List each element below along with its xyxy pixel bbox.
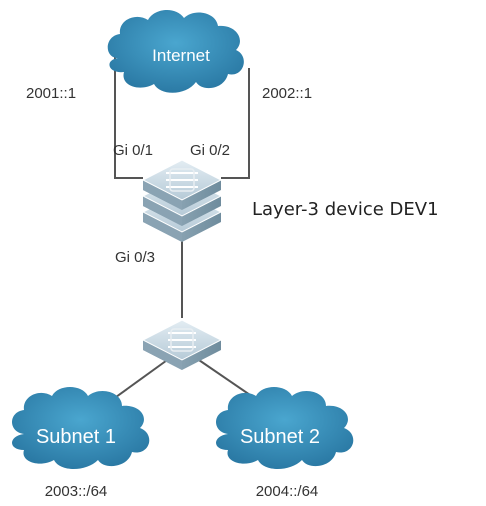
right-address-label: 2002::1 <box>262 85 312 102</box>
switch-arrows-icon <box>168 328 196 352</box>
port-gi02-label: Gi 0/2 <box>190 142 230 159</box>
link-internet-gi02 <box>221 68 250 179</box>
internet-label: Internet <box>152 46 210 65</box>
link-internet-gi01 <box>114 52 143 179</box>
subnet2-prefix-label: 2004::/64 <box>256 483 319 500</box>
router-arrows-icon <box>166 168 198 192</box>
access-switch <box>141 319 223 370</box>
layer3-device <box>141 159 223 242</box>
cloud-icon <box>12 387 150 469</box>
port-gi03-label: Gi 0/3 <box>115 249 155 266</box>
subnet2-cloud: Subnet 2 <box>216 387 354 469</box>
internet-cloud: Internet <box>107 9 244 93</box>
subnet1-prefix-label: 2003::/64 <box>45 483 108 500</box>
cloud-icon <box>107 9 244 93</box>
cloud-icon <box>216 387 354 469</box>
left-address-label: 2001::1 <box>26 85 76 102</box>
subnet1-cloud: Subnet 1 <box>12 387 150 469</box>
port-gi01-label: Gi 0/1 <box>113 142 153 159</box>
device-name-label: Layer-3 device DEV1 <box>252 199 439 220</box>
subnet2-label: Subnet 2 <box>240 426 320 448</box>
subnet1-label: Subnet 1 <box>36 426 116 448</box>
